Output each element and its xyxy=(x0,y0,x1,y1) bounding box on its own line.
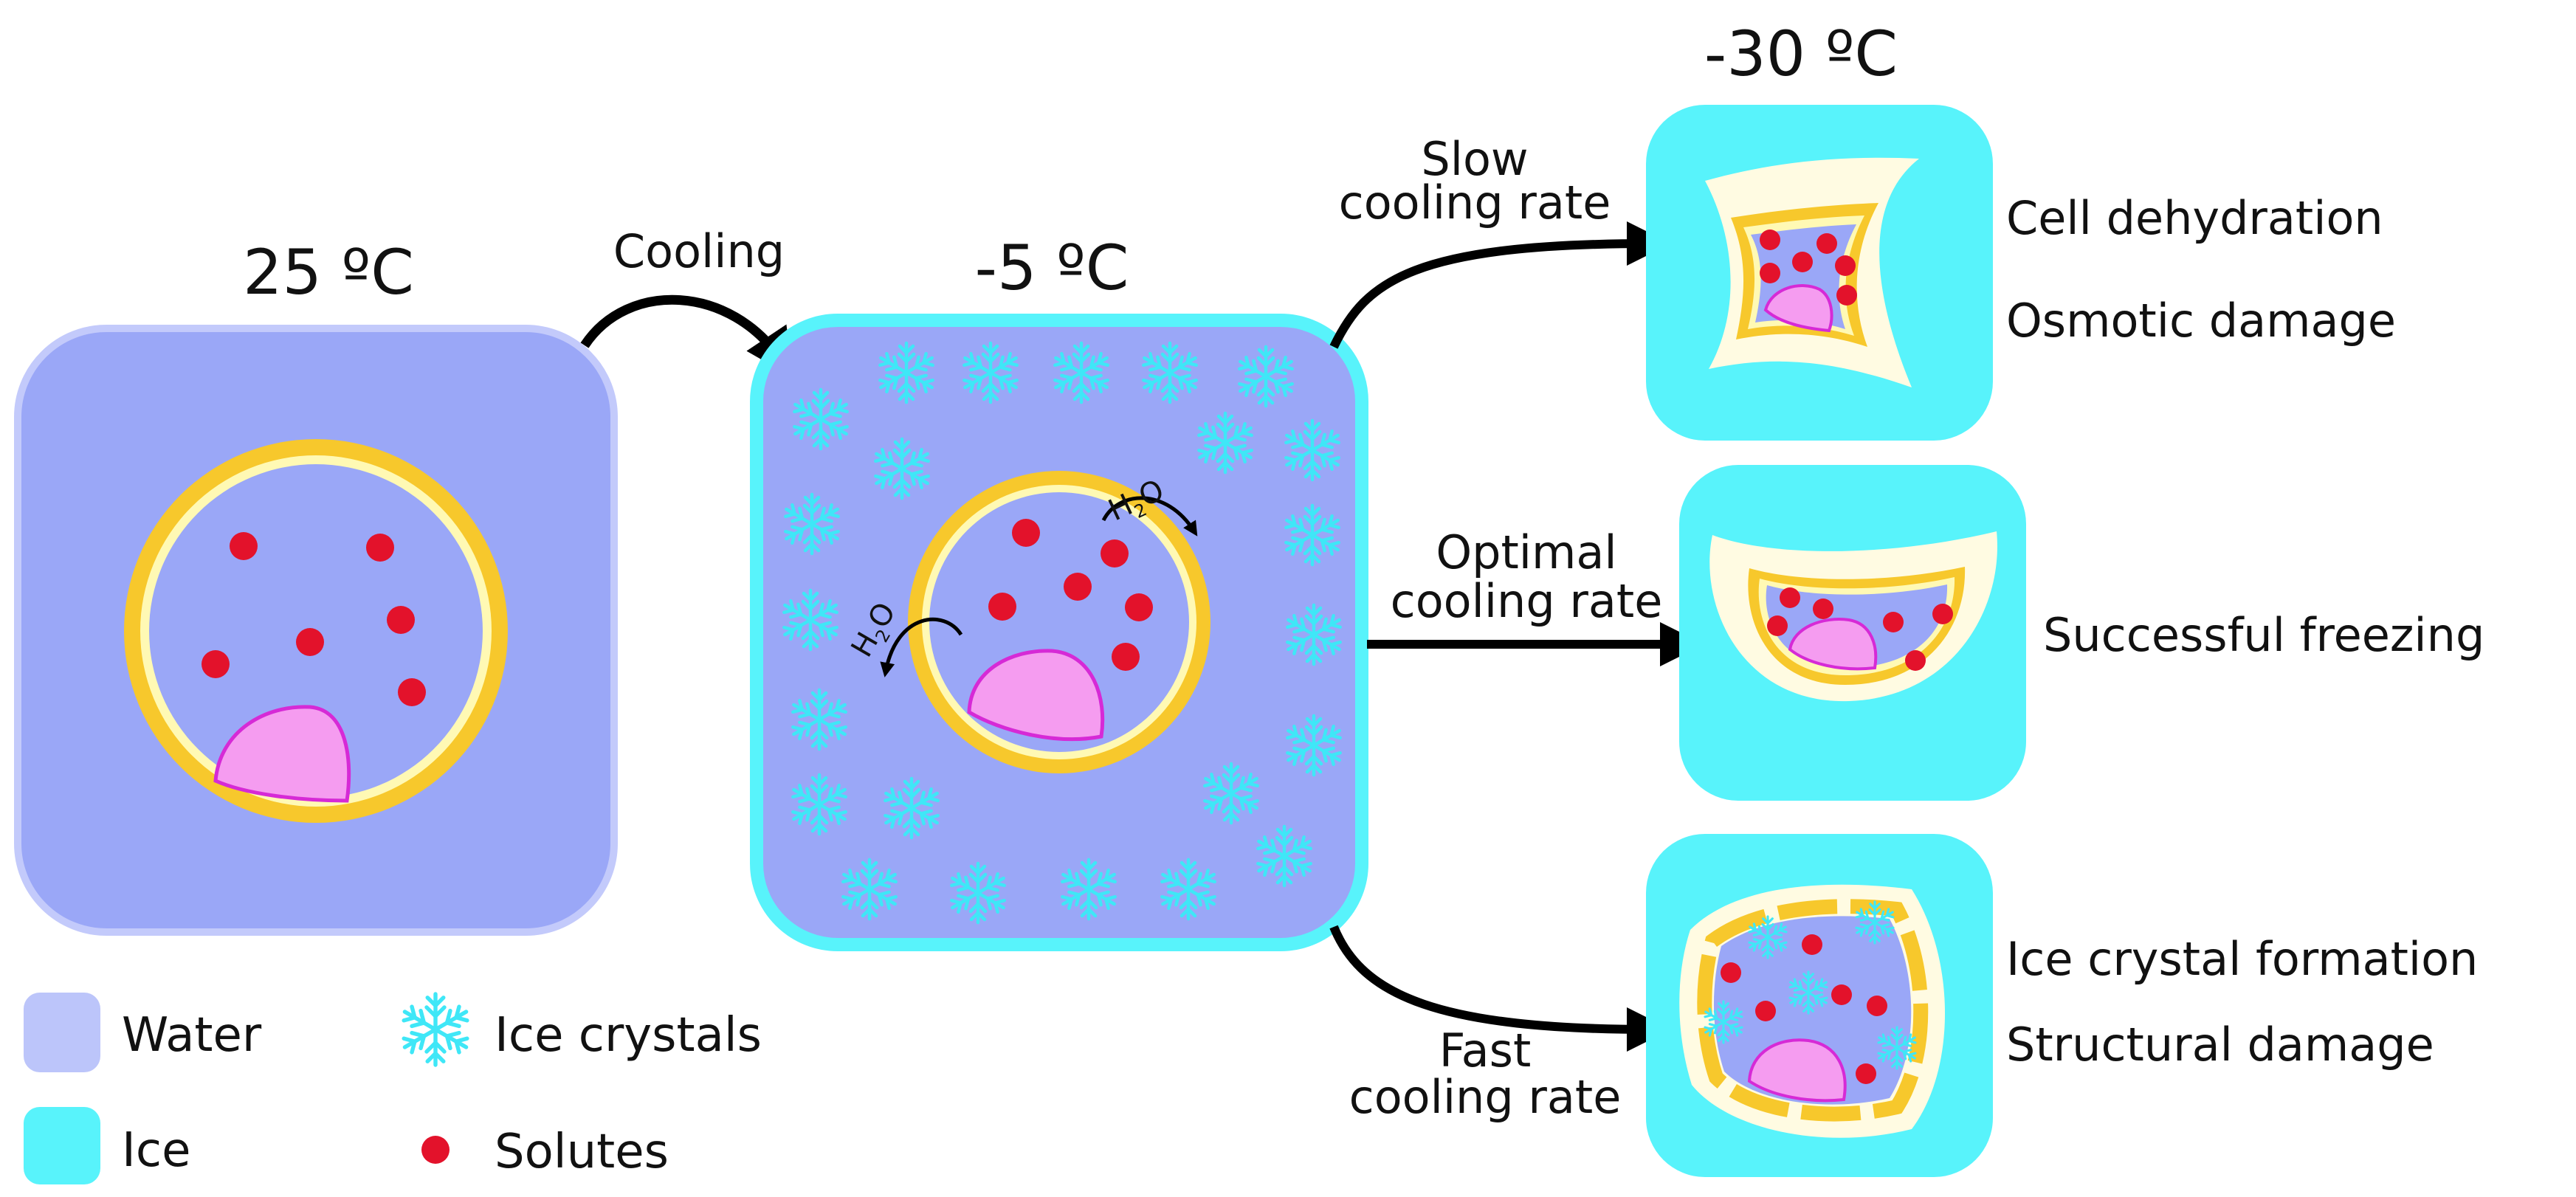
optimal-label-line2: cooling rate xyxy=(1391,574,1663,628)
solute xyxy=(1112,643,1140,671)
solute xyxy=(1064,573,1092,601)
nucleus xyxy=(1763,284,1833,333)
solute xyxy=(1780,587,1800,608)
nucleus xyxy=(1788,618,1878,671)
nucleus xyxy=(1747,1038,1847,1103)
solute-dot xyxy=(421,1136,450,1164)
water-flow-arrow xyxy=(1101,496,1198,537)
snowflake-icon xyxy=(400,994,470,1065)
cooling-label: Cooling xyxy=(613,224,785,278)
solute xyxy=(1905,650,1926,671)
solute xyxy=(1721,962,1741,983)
solute xyxy=(1755,1001,1776,1021)
outcome-optimal: Successful freezing xyxy=(1679,465,2484,801)
solute xyxy=(1856,1063,1876,1084)
outcome-fast-line2: Structural damage xyxy=(2006,1018,2434,1072)
temperature-label-minus-5: -5 ºC xyxy=(975,232,1129,304)
solute xyxy=(387,606,415,634)
nucleus xyxy=(213,705,351,803)
optimal-label-line1: Optimal xyxy=(1436,525,1616,579)
outcome-slow: Cell dehydration Osmotic damage xyxy=(1646,105,2396,441)
fast-label-line1: Fast xyxy=(1439,1024,1532,1077)
cell xyxy=(908,471,1210,773)
water-swatch xyxy=(24,993,100,1072)
ruptured-cell-membrane xyxy=(1697,899,1929,1122)
solute xyxy=(1883,612,1904,632)
solute xyxy=(1012,519,1040,547)
legend-water-label: Water xyxy=(122,1008,262,1063)
outcome-slow-line1: Cell dehydration xyxy=(2006,191,2383,245)
solute xyxy=(1792,252,1813,272)
legend-solutes-label: Solutes xyxy=(495,1125,669,1179)
solute xyxy=(1816,233,1837,254)
solute xyxy=(1831,984,1852,1005)
fast-transition: Fast cooling rate xyxy=(1329,925,1671,1124)
solute xyxy=(202,650,230,678)
cooling-transition: Cooling xyxy=(580,224,793,378)
fast-cooling-arrow xyxy=(1329,925,1671,1052)
solute xyxy=(230,532,258,560)
slow-label-line2: cooling rate xyxy=(1339,176,1611,230)
solute xyxy=(1836,285,1857,306)
water-flow-arrow xyxy=(880,617,963,677)
solute xyxy=(398,678,426,706)
optimal-transition: Optimal cooling rate xyxy=(1367,525,1704,666)
outcome-slow-line2: Osmotic damage xyxy=(2006,294,2396,348)
slow-label-line1: Slow xyxy=(1421,132,1528,186)
outcome-optimal-line1: Successful freezing xyxy=(2043,608,2484,662)
solute xyxy=(1813,598,1833,619)
solute xyxy=(1760,263,1780,283)
temperature-label-25: 25 ºC xyxy=(243,236,414,308)
slow-cooling-arrow xyxy=(1329,221,1671,349)
solute xyxy=(1760,230,1780,250)
solute xyxy=(366,534,394,562)
solute xyxy=(296,628,324,656)
slow-transition: Slow cooling rate xyxy=(1329,132,1671,349)
legend: Water Ice Ice crystals Solutes xyxy=(24,993,762,1184)
stage-room-temperature: 25 ºC xyxy=(14,236,618,936)
temperature-label-minus-30: -30 ºC xyxy=(1704,18,1898,90)
ice-swatch xyxy=(24,1107,100,1184)
legend-crystals-label: Ice crystals xyxy=(495,1008,762,1063)
solute xyxy=(1835,255,1856,276)
cooling-arrow xyxy=(580,294,793,378)
outcome-fast-line1: Ice crystal formation xyxy=(2006,932,2478,986)
solute xyxy=(988,593,1016,621)
solute xyxy=(1125,593,1153,621)
nucleus xyxy=(967,649,1105,742)
solute xyxy=(1802,934,1822,955)
stage-supercooled: -5 ºC xyxy=(750,232,1368,951)
solute xyxy=(1101,539,1129,568)
solute xyxy=(1767,615,1788,636)
outcome-fast: Ice crystal formation Structural damage xyxy=(1646,834,2478,1177)
fast-label-line2: cooling rate xyxy=(1349,1070,1622,1124)
cell xyxy=(124,439,508,823)
solute xyxy=(1867,996,1887,1016)
solute xyxy=(1932,604,1953,624)
legend-ice-label: Ice xyxy=(122,1123,190,1178)
